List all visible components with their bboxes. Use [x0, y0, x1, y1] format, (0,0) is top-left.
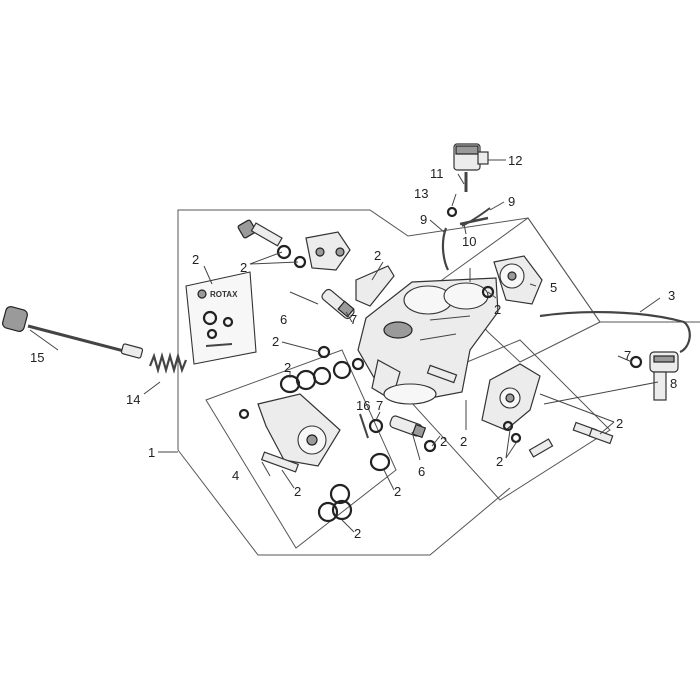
callout-5: 5	[550, 280, 557, 295]
callout-2-injector: 2	[272, 334, 279, 349]
upper-bracket	[305, 231, 351, 271]
callout-2-kit: 2	[192, 252, 199, 267]
callout-9-right: 9	[508, 194, 515, 209]
callout-6-upper: 6	[280, 312, 287, 327]
fuel-line	[539, 310, 691, 354]
callout-2-lever: 2	[294, 484, 301, 499]
callout-8: 8	[670, 376, 677, 391]
callout-13: 13	[414, 186, 428, 201]
throttle-position-sensor	[481, 255, 543, 305]
throttle-cable	[2, 306, 144, 359]
callout-2-bolt: 2	[240, 260, 247, 275]
callout-16: 16	[356, 398, 370, 413]
callout-2-sensor: 2	[494, 302, 501, 317]
vacuum-hose-assembly	[441, 172, 491, 271]
pump-subframe	[205, 349, 397, 549]
callout-14: 14	[126, 392, 140, 407]
throttle-body	[357, 277, 499, 405]
callout-12: 12	[508, 153, 522, 168]
leader-lines	[29, 159, 661, 533]
callout-2-rail: 2	[616, 416, 623, 431]
assembly-frame-base	[177, 449, 511, 556]
regulator-subframe	[399, 339, 611, 501]
callouts: 1 15 14 2 2 2 6 7 2 2 5 3 7 8 2 2 2 2 6 …	[30, 153, 677, 541]
callout-3: 3	[668, 288, 675, 303]
callout-7-lower: 7	[376, 398, 383, 413]
callout-7-upper: 7	[350, 312, 357, 327]
seal-rings-lower	[317, 452, 391, 523]
callout-2-seal-bottom: 2	[354, 526, 361, 541]
upper-bolt	[237, 219, 307, 269]
rail-bolts	[502, 420, 614, 458]
callout-2-body: 2	[460, 434, 467, 449]
rotax-seal-kit: ROTAX	[185, 271, 257, 365]
callout-4: 4	[232, 468, 239, 483]
callout-9-left: 9	[420, 212, 427, 227]
throttle-lever-group	[238, 393, 341, 473]
fuel-pressure-regulator	[629, 351, 679, 401]
callout-1: 1	[148, 445, 155, 460]
callout-2-lower-ring: 2	[440, 434, 447, 449]
fuel-rail-housing	[426, 363, 541, 431]
callout-2-bracket: 2	[374, 248, 381, 263]
throttle-spring	[148, 351, 188, 375]
callout-2-seal-right: 2	[394, 484, 401, 499]
callout-11: 11	[430, 166, 444, 181]
callout-7-regulator: 7	[624, 348, 631, 363]
callout-6-lower: 6	[418, 464, 425, 479]
small-mount-bracket	[355, 265, 395, 307]
kit-label: ROTAX	[210, 290, 238, 299]
callout-15: 15	[30, 350, 44, 365]
callout-10: 10	[462, 234, 476, 249]
callout-2-bolts: 2	[496, 454, 503, 469]
air-temperature-sensor	[453, 143, 489, 171]
callout-2-seal-upper: 2	[284, 360, 291, 375]
seal-rings-upper	[279, 357, 365, 394]
pin-16	[359, 413, 369, 439]
